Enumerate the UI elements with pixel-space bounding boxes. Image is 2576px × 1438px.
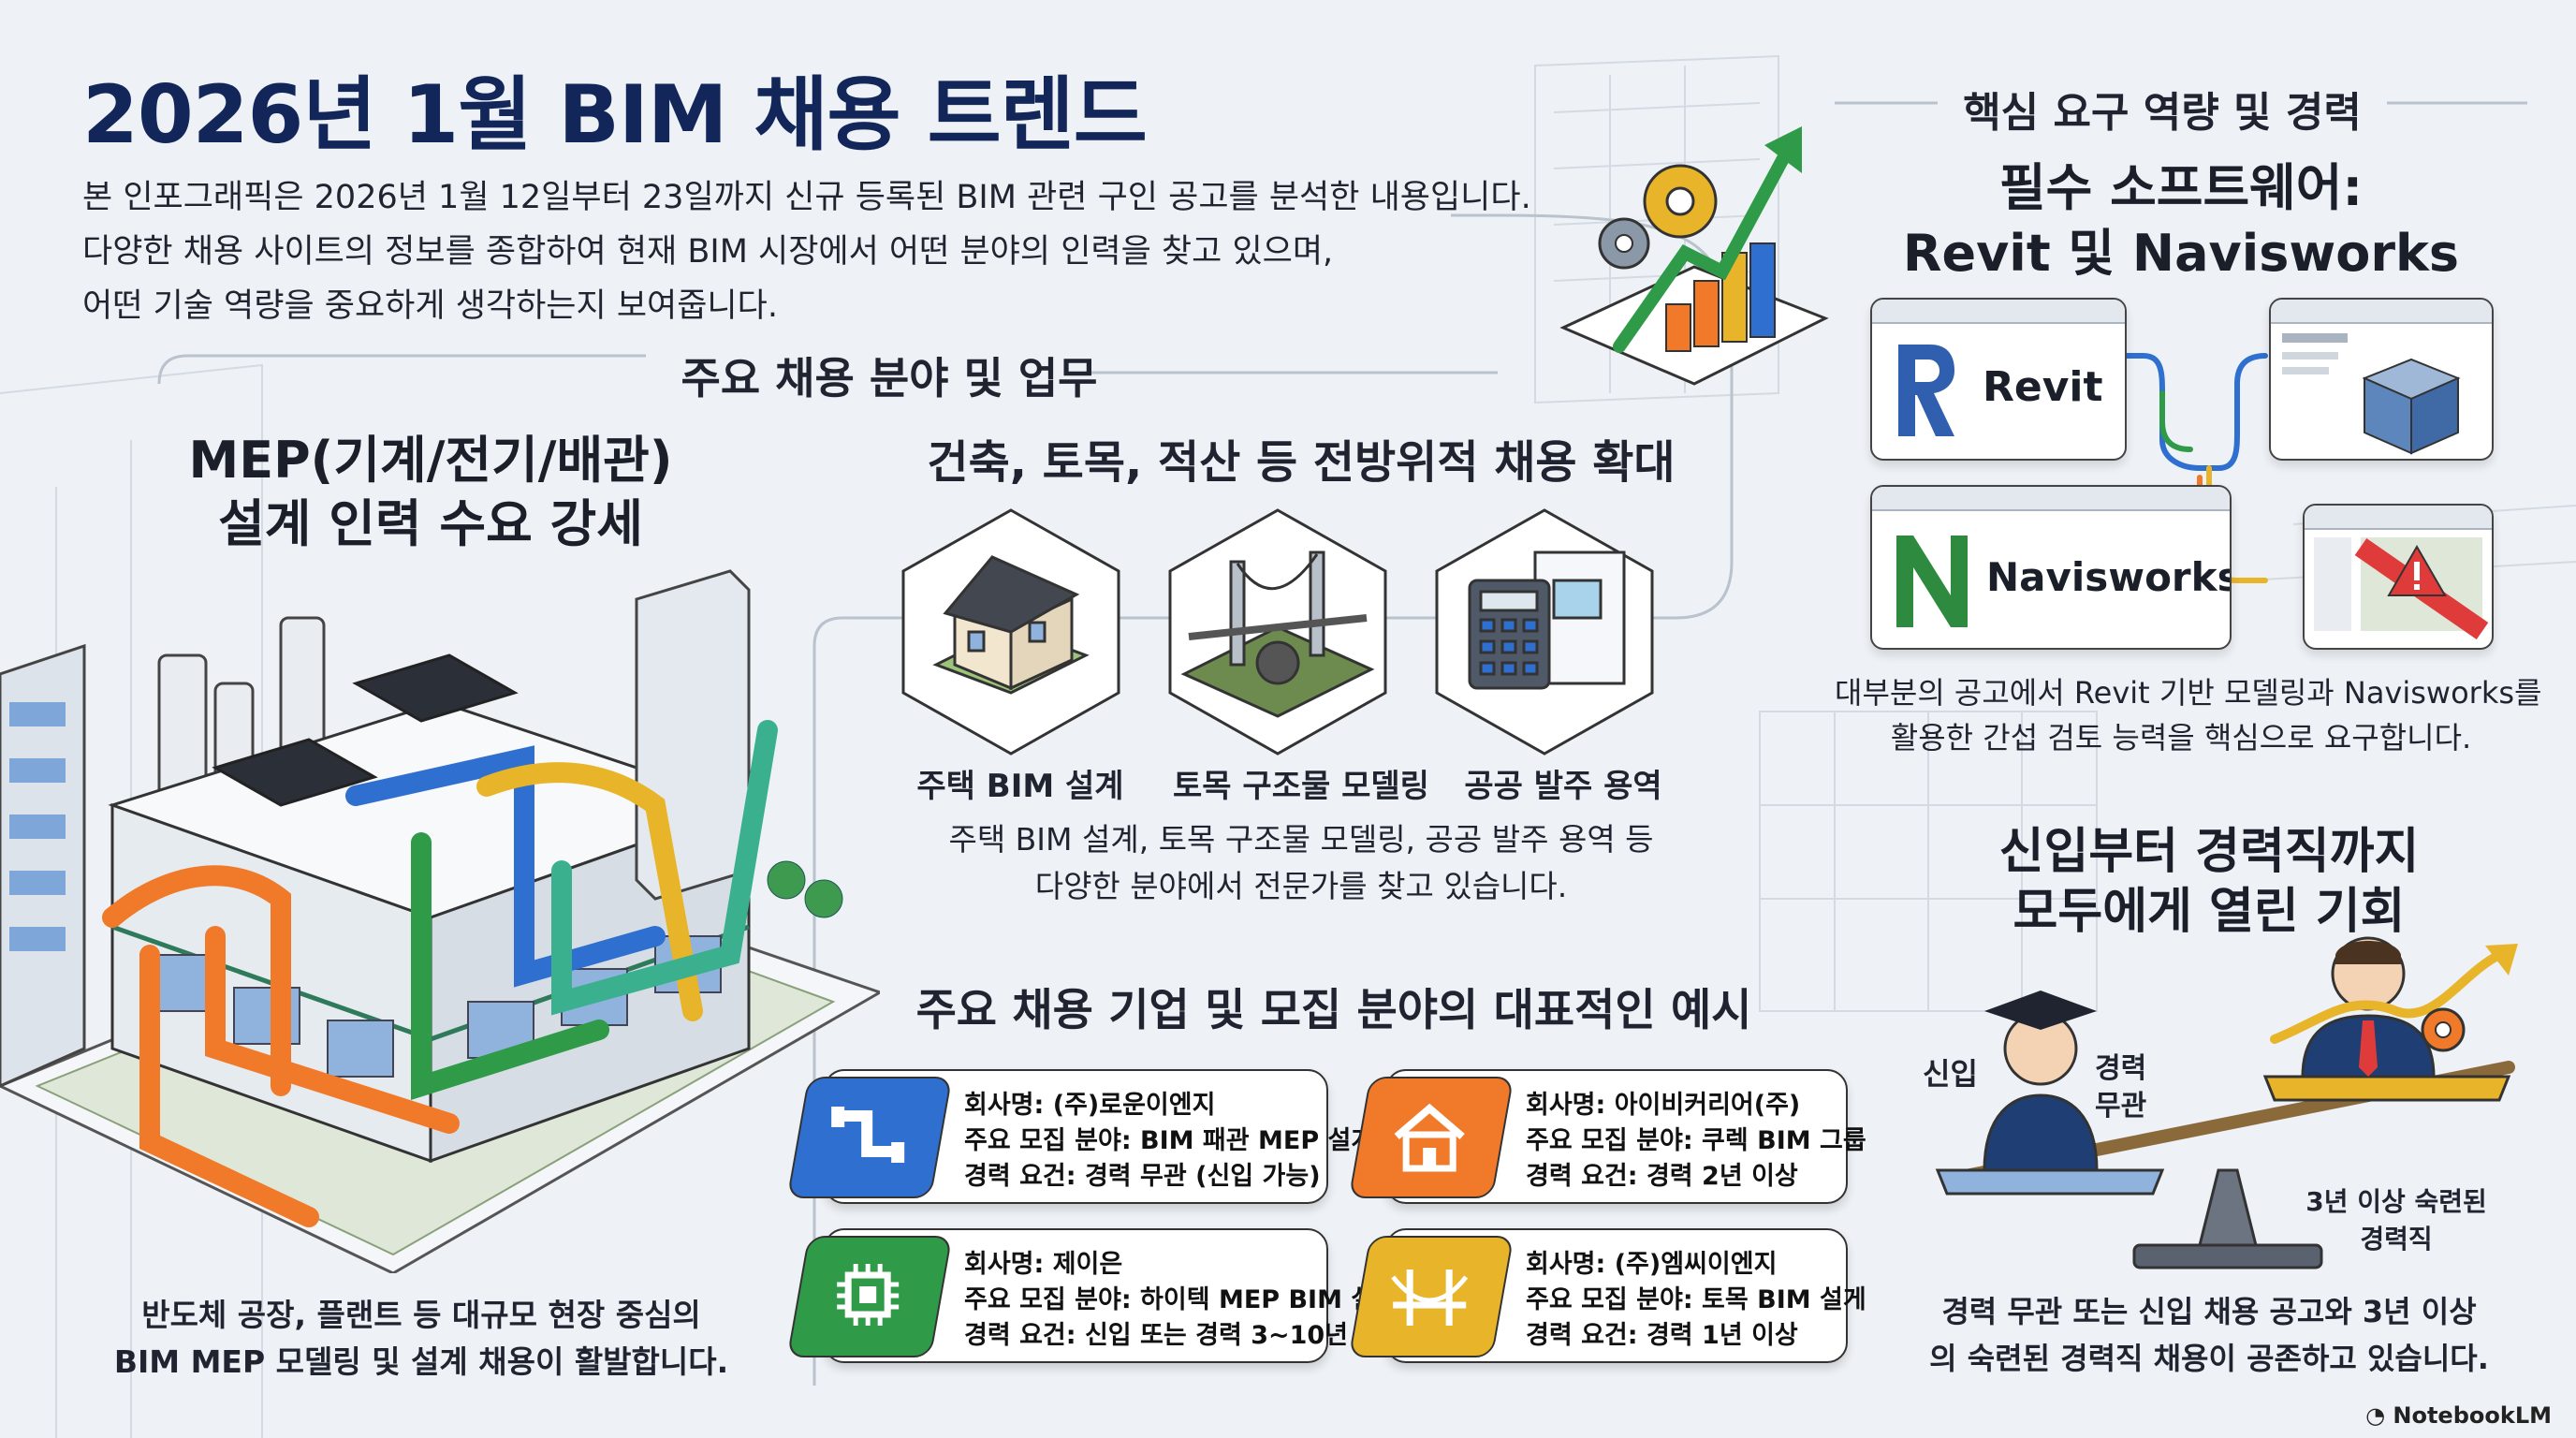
page-title: 2026년 1월 BIM 채용 트렌드 — [82, 68, 1148, 162]
career-caption-line-1: 경력 무관 또는 신입 채용 공고와 3년 이상 — [1941, 1294, 2477, 1329]
skills-heading: 핵심 요구 역량 및 경력 — [1963, 89, 2362, 137]
software-title-line-2: Revit 및 Navisworks — [1902, 224, 2460, 283]
card-field: 주요 모집 분야: 하이텍 MEP BIM 설계 — [964, 1285, 1398, 1314]
bridge-icon — [1391, 1269, 1469, 1326]
mep-title-line-2: 설계 인력 수요 강세 — [218, 494, 643, 553]
mep-caption: 반도체 공장, 플랜트 등 대규모 현장 중심의 BIM MEP 모델링 및 설… — [94, 1292, 749, 1386]
balance-scale-illustration — [1935, 936, 2518, 1269]
career-title-line-1: 신입부터 경력직까지 — [1998, 824, 2420, 880]
notebook-icon: ◔ — [2365, 1402, 2393, 1429]
card-tab — [1348, 1077, 1515, 1198]
window-titlebar — [1872, 300, 2125, 324]
career-title: 신입부터 경력직까지 모두에게 열린 기회 — [1928, 822, 2490, 942]
expand-caption-line-1: 주택 BIM 설계, 토목 구조물 모델링, 공공 발주 용역 등 — [948, 821, 1654, 858]
software-caption-line-1: 대부분의 공고에서 Revit 기반 모델링과 Navisworks를 — [1835, 675, 2542, 711]
building-model-icon — [2282, 333, 2461, 455]
label-experience-any-line-2: 무관 — [2095, 1090, 2147, 1123]
window-titlebar — [2271, 300, 2492, 324]
house-icon — [1394, 1103, 1465, 1172]
navisworks-label: Navisworks — [1986, 554, 2232, 600]
label-newbie: 신입 — [1923, 1056, 1978, 1092]
label-experience-any-line-1: 경력 — [2095, 1052, 2147, 1085]
building-model-window — [2269, 298, 2494, 461]
window-titlebar — [1872, 487, 2230, 511]
intro-line-1: 본 인포그래픽은 2026년 1월 12일부터 23일까지 신규 등록된 BIM… — [82, 179, 1531, 216]
software-caption-line-2: 활용한 간섭 검토 능력을 핵심으로 요구합니다. — [1890, 720, 2472, 756]
label-senior-line-2: 경력직 — [2360, 1224, 2433, 1255]
company-card: 회사명: (주)엠씨이엔지 주요 모집 분야: 토목 BIM 설게 경력 요건:… — [1348, 1228, 1866, 1363]
mep-caption-line-2: BIM MEP 모델링 및 설계 채용이 활발합니다. — [113, 1343, 729, 1380]
revit-logo-icon — [1898, 345, 1954, 436]
mep-title-line-1: MEP(기계/전기/배관) — [188, 431, 673, 490]
clash-warning-icon — [2314, 537, 2489, 640]
card-company: 회사명: 제이은 — [964, 1250, 1123, 1279]
card-company: 회사명: (주)로운이엔지 — [964, 1091, 1216, 1120]
revit-label: Revit — [1983, 363, 2103, 411]
revit-window: Revit — [1870, 298, 2127, 461]
career-caption: 경력 무관 또는 신입 채용 공고와 3년 이상 의 숙련된 경력직 채용이 공… — [1900, 1288, 2518, 1382]
navisworks-window: Navisworks — [1870, 485, 2232, 650]
card-company: 회사명: 아이비커리어(주) — [1526, 1091, 1801, 1120]
intro-line-2: 다양한 채용 사이트의 정보를 종합하여 현재 BIM 시장에서 어떤 분야의 … — [82, 233, 1334, 271]
hexagon-illustrations — [901, 508, 1654, 756]
software-title: 필수 소프트웨어: Revit 및 Navisworks — [1900, 155, 2462, 286]
career-title-line-2: 모두에게 열린 기회 — [2012, 884, 2406, 940]
card-tab — [1348, 1236, 1515, 1357]
expand-title: 건축, 토목, 적산 등 전방위적 채용 확대 — [927, 436, 1676, 489]
label-senior: 3년 이상 숙련된 경력직 — [2284, 1183, 2509, 1258]
card-company: 회사명: (주)엠씨이엔지 — [1526, 1250, 1778, 1279]
hex-label-civil: 토목 구조물 모델링 — [1173, 768, 1429, 805]
growth-chart-illustration — [1559, 126, 1829, 386]
card-tab — [786, 1077, 953, 1198]
card-requirement: 경력 요건: 경력 무관 (신입 가능) — [964, 1162, 1321, 1191]
software-title-line-1: 필수 소프트웨어: — [1998, 158, 2364, 217]
career-caption-line-2: 의 숙련된 경력직 채용이 공존하고 있습니다. — [1929, 1341, 2489, 1376]
company-card: 회사명: 아이비커리어(주) 주요 모집 분야: 쿠렉 BIM 그룹 경력 요건… — [1348, 1069, 1866, 1204]
card-field: 주요 모집 분야: 쿠렉 BIM 그룹 — [1526, 1126, 1866, 1155]
label-experience-any: 경력 무관 — [2095, 1050, 2146, 1125]
expand-caption-line-2: 다양한 분야에서 전문가를 찾고 있습니다. — [1034, 868, 1568, 904]
hex-label-public: 공공 발주 용역 — [1464, 768, 1662, 805]
window-titlebar — [2305, 506, 2492, 530]
watermark: ◔ NotebookLM — [2365, 1402, 2552, 1429]
intro-line-3: 어떤 기술 역량을 중요하게 생각하는지 보여줍니다. — [82, 287, 778, 325]
fields-heading: 주요 채용 분야 및 업무 — [681, 353, 1098, 404]
hex-label-housing: 주택 BIM 설계 — [916, 768, 1124, 805]
company-card: 회사명: 제이은 주요 모집 분야: 하이텍 MEP BIM 설계 경력 요건:… — [786, 1228, 1398, 1363]
card-requirement: 경력 요건: 신입 또는 경력 3~10년 — [964, 1321, 1349, 1350]
company-card: 회사명: (주)로운이엔지 주요 모집 분야: BIM 패관 MEP 설계 경력… — [786, 1069, 1374, 1204]
factory-illustration — [0, 569, 880, 1273]
card-requirement: 경력 요건: 경력 1년 이상 — [1526, 1321, 1798, 1350]
mep-caption-line-1: 반도체 공장, 플랜트 등 대규모 현장 중심의 — [141, 1297, 701, 1333]
companies-heading: 주요 채용 기업 및 모집 분야의 대표적인 예시 — [915, 985, 1752, 1036]
software-caption: 대부분의 공고에서 Revit 기반 모델링과 Navisworks를 활용한 … — [1835, 670, 2542, 760]
card-field: 주요 모집 분야: BIM 패관 MEP 설계 — [964, 1126, 1375, 1155]
expand-caption: 주택 BIM 설계, 토목 구조물 모델링, 공공 발주 용역 등 다양한 분야… — [927, 816, 1676, 910]
mep-title: MEP(기계/전기/배관) 설계 인력 수요 강세 — [112, 429, 749, 556]
card-requirement: 경력 요건: 경력 2년 이상 — [1526, 1162, 1798, 1191]
watermark-text: NotebookLM — [2393, 1402, 2552, 1429]
navisworks-logo-icon — [1896, 536, 1968, 627]
chip-icon — [837, 1264, 900, 1326]
clash-detection-window — [2303, 504, 2494, 650]
pipe-icon — [831, 1107, 905, 1163]
card-tab — [786, 1236, 953, 1357]
card-field: 주요 모집 분야: 토목 BIM 설게 — [1526, 1285, 1866, 1314]
intro-paragraph: 본 인포그래픽은 2026년 1월 12일부터 23일까지 신규 등록된 BIM… — [82, 170, 1531, 333]
label-senior-line-1: 3년 이상 숙련된 — [2305, 1186, 2487, 1217]
